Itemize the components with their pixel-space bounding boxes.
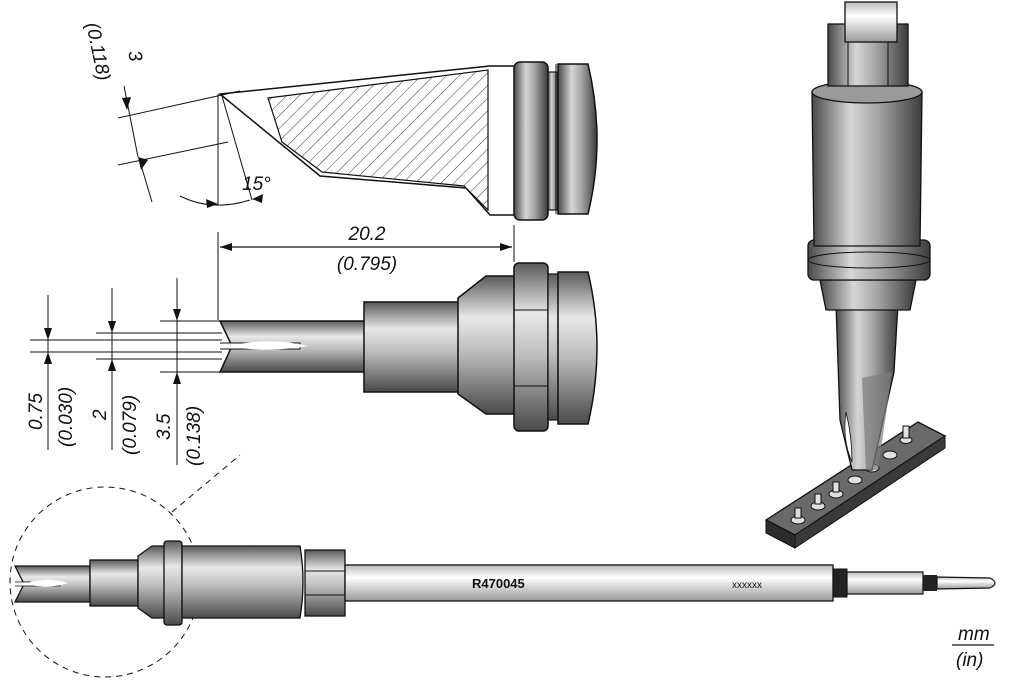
detail-leader <box>171 454 241 513</box>
isometric-view <box>764 1 947 549</box>
width-inner-mm: 2 <box>90 409 111 421</box>
units-legend: mm (in) <box>952 624 994 671</box>
slot-in: (0.030) <box>56 387 77 447</box>
length-in: (0.795) <box>337 254 397 275</box>
length-dimension: 20.2 (0.795) <box>217 224 515 320</box>
thickness-mm: 3 <box>123 49 146 64</box>
width-dimensions: 0.75 (0.030) 2 (0.079) 3.5 (0.138) <box>26 278 222 466</box>
unit-metric: mm <box>958 624 990 645</box>
top-view <box>218 262 598 432</box>
part-number: R470045 <box>472 576 525 591</box>
unit-imperial: (in) <box>956 650 983 671</box>
side-section-view <box>218 61 598 221</box>
angle-label: 15° <box>242 174 271 195</box>
thickness-in: (0.118) <box>81 21 114 83</box>
thickness-dimension: 3 (0.118) <box>81 21 241 203</box>
width-inner-in: (0.079) <box>120 395 141 455</box>
angle-dimension: 15° <box>179 94 271 208</box>
slot-mm: 0.75 <box>26 393 47 430</box>
length-mm: 20.2 <box>348 224 386 245</box>
serial-mark: xxxxxx <box>732 580 762 591</box>
width-outer-mm: 3.5 <box>154 413 175 440</box>
width-outer-in: (0.138) <box>184 406 205 466</box>
full-tip-view: R470045 xxxxxx <box>9 486 996 678</box>
